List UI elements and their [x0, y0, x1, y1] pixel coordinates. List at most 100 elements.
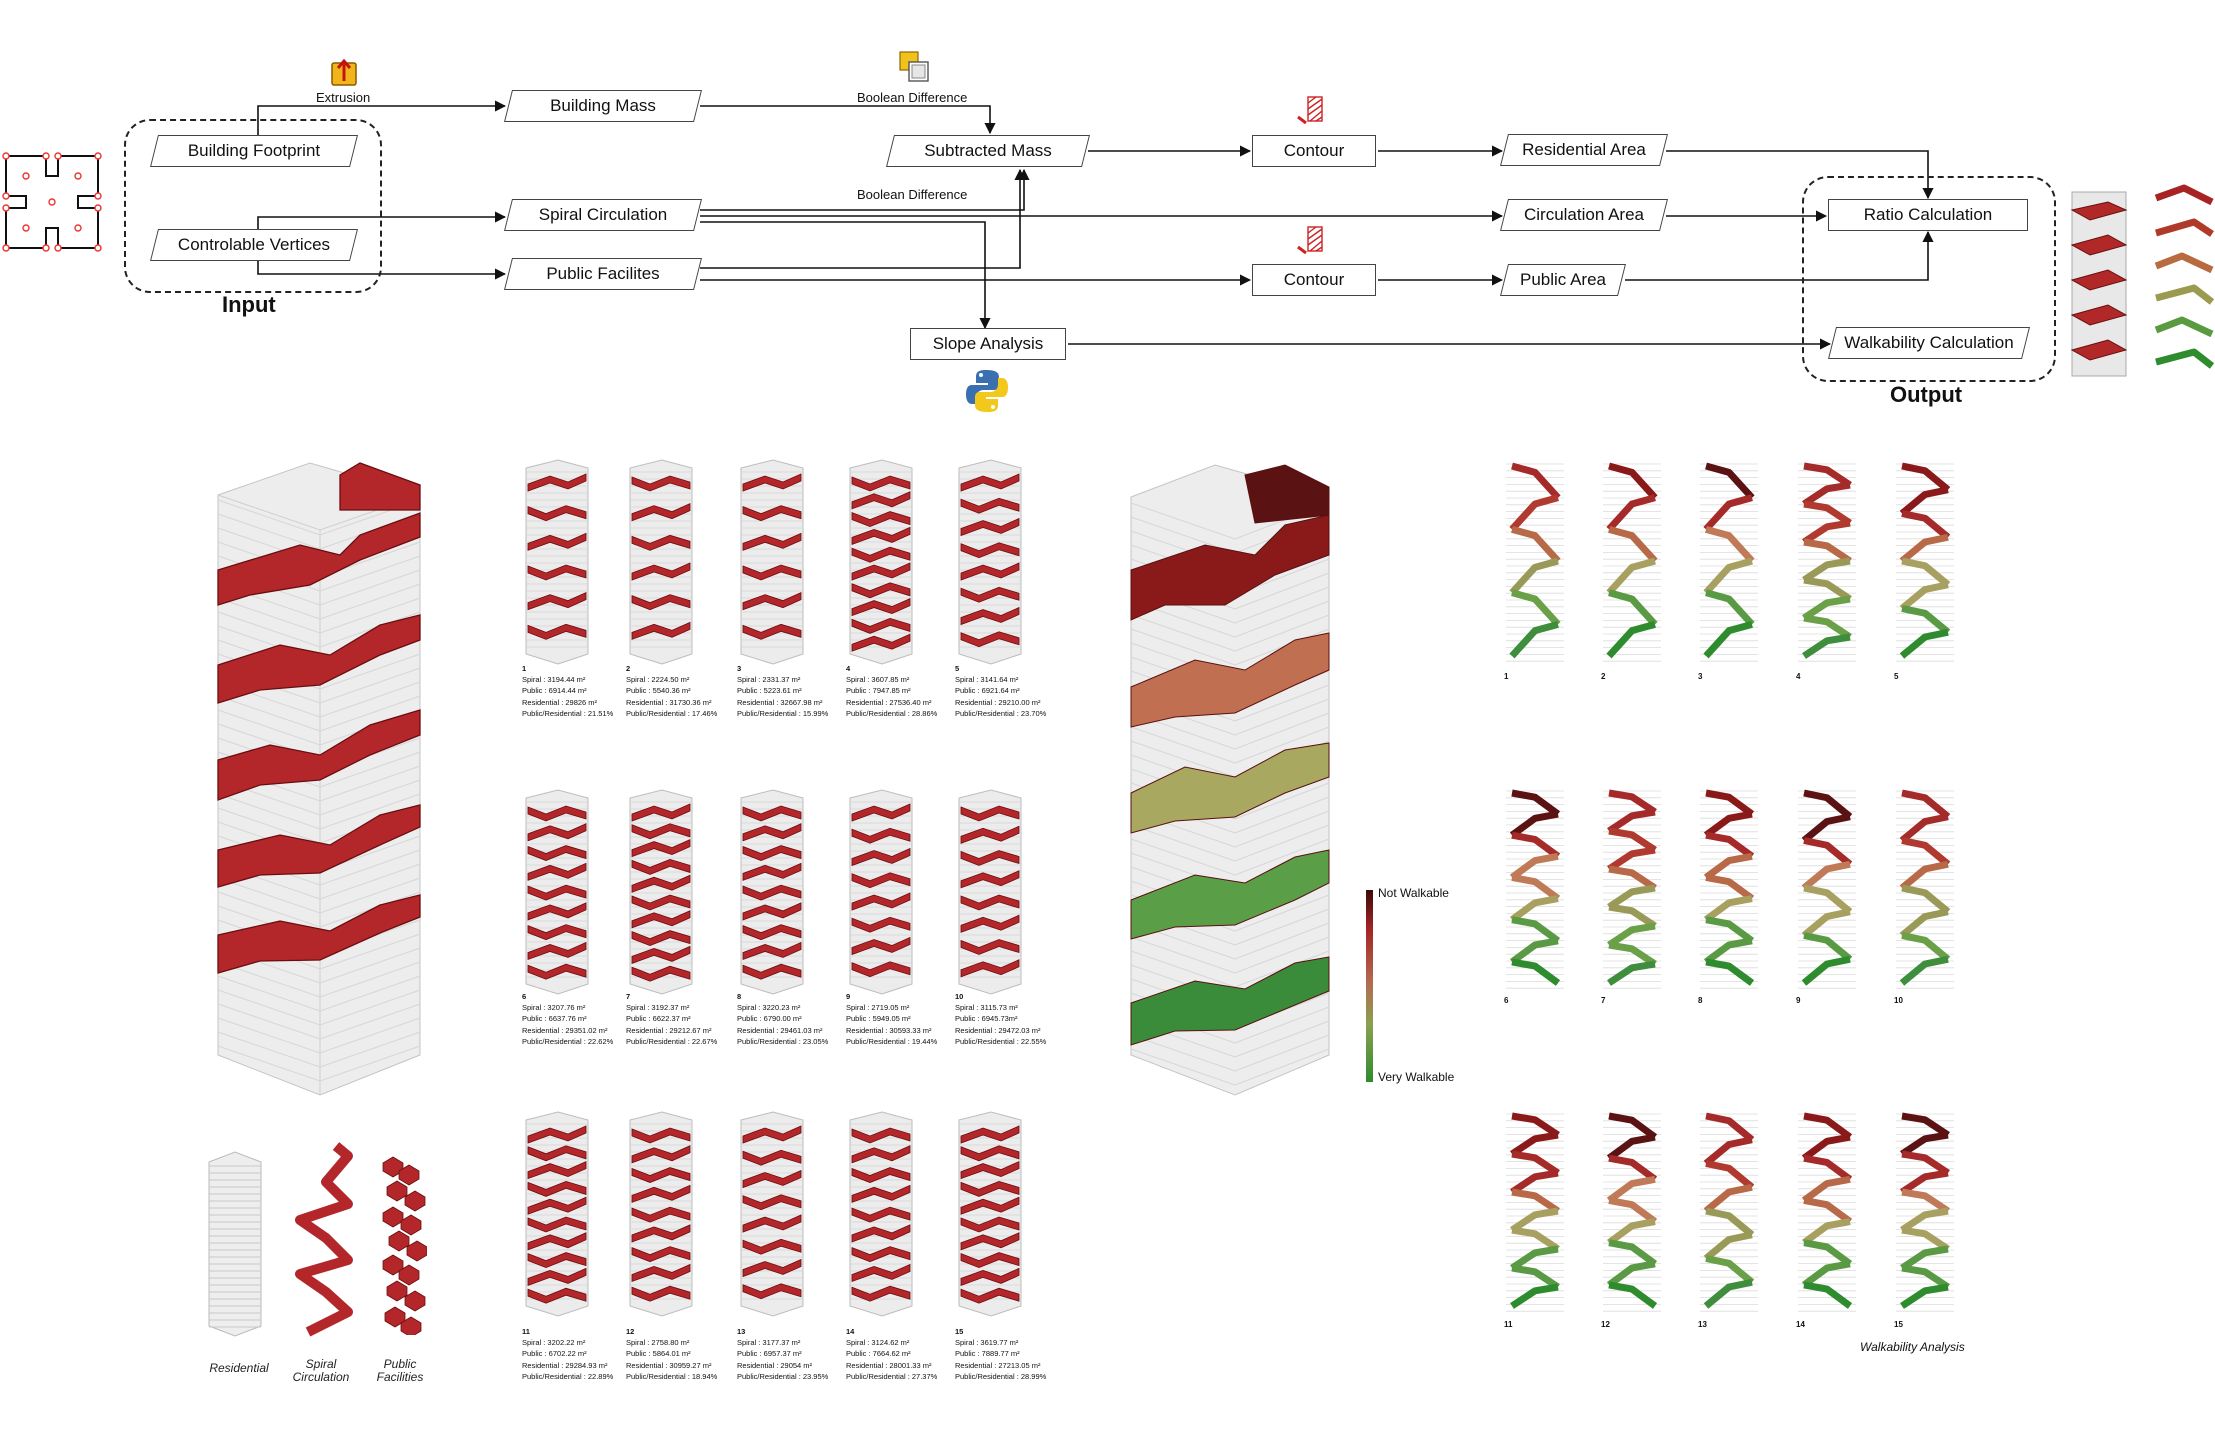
node-public-facilites[interactable]: Public Facilites	[504, 258, 702, 290]
contour-icon	[1297, 226, 1323, 255]
node-public-area[interactable]: Public Area	[1500, 264, 1626, 296]
public-facilities-component	[382, 1156, 427, 1335]
variant-ratio: Public/Residential : 18.94%	[626, 1371, 718, 1381]
variant-public: Public : 6622.37 m²	[626, 1014, 691, 1024]
variant-public: Public : 7889.77 m²	[955, 1349, 1020, 1359]
boolean-difference-label-top: Boolean Difference	[857, 90, 968, 105]
variant-public: Public : 6914.44 m²	[522, 686, 587, 696]
walkability-tower-13	[1700, 1112, 1758, 1312]
output-label: Output	[1890, 382, 1963, 407]
public-component-label-2: Facilities	[376, 1370, 424, 1384]
walkability-number: 11	[1504, 1320, 1513, 1329]
variant-n: 4	[846, 664, 851, 673]
variant-n: 6	[522, 992, 527, 1001]
node-subtracted-mass[interactable]: Subtracted Mass	[886, 135, 1090, 167]
variant-n: 12	[626, 1327, 635, 1336]
variant-spiral: Spiral : 2224.50 m²	[626, 675, 690, 685]
variant-residential: Residential : 29284.93 m²	[522, 1360, 608, 1370]
node-building-footprint[interactable]: Building Footprint	[150, 135, 358, 167]
variant-residential: Residential : 29472.03 m²	[955, 1025, 1041, 1035]
variant-tower-12	[629, 1111, 693, 1317]
variant-tower-2	[629, 459, 693, 665]
variant-public: Public : 6957.37 m²	[737, 1349, 802, 1359]
variant-spiral: Spiral : 3607.85 m²	[846, 675, 910, 685]
variant-residential: Residential : 29210.00 m²	[955, 697, 1041, 707]
public-component-label-1: Public	[383, 1357, 417, 1371]
node-ratio-calculation[interactable]: Ratio Calculation	[1828, 199, 2028, 231]
output-tower-gradient	[2154, 184, 2214, 369]
variant-n: 9	[846, 992, 851, 1001]
variant-ratio: Public/Residential : 23.95%	[737, 1371, 829, 1381]
tower-walkability-heatmap	[1130, 464, 1330, 1096]
walkability-tower-5	[1896, 462, 1954, 662]
walkability-legend-bar	[1366, 890, 1373, 1082]
variant-ratio: Public/Residential : 21.51%	[522, 708, 614, 718]
node-building-mass[interactable]: Building Mass	[504, 90, 702, 122]
variant-spiral: Spiral : 3141.64 m²	[955, 675, 1019, 685]
variant-ratio: Public/Residential : 19.44%	[846, 1036, 938, 1046]
variant-residential: Residential : 27536.40 m²	[846, 697, 932, 707]
variant-ratio: Public/Residential : 28.99%	[955, 1371, 1047, 1381]
variant-spiral: Spiral : 3192.37 m²	[626, 1003, 690, 1013]
variant-residential: Residential : 30593.33 m²	[846, 1025, 932, 1035]
walkability-tower-2	[1603, 462, 1661, 662]
variant-public: Public : 5223.61 m²	[737, 686, 802, 696]
spiral-component-label-1: Spiral	[305, 1357, 337, 1371]
input-label: Input	[222, 292, 276, 317]
variant-ratio: Public/Residential : 23.05%	[737, 1036, 829, 1046]
variant-residential: Residential : 28001.33 m²	[846, 1360, 932, 1370]
walkability-tower-15	[1896, 1112, 1954, 1312]
node-controlable-vertices[interactable]: Controlable Vertices	[150, 229, 358, 261]
variant-tower-5	[958, 459, 1022, 665]
variant-residential: Residential : 32667.98 m²	[737, 697, 823, 707]
walkability-number: 12	[1601, 1320, 1610, 1329]
variant-n: 5	[955, 664, 960, 673]
variant-public: Public : 6702.22 m²	[522, 1349, 587, 1359]
variant-n: 10	[955, 992, 964, 1001]
node-residential-area[interactable]: Residential Area	[1500, 134, 1668, 166]
variant-residential: Residential : 29351.02 m²	[522, 1025, 608, 1035]
variant-tower-4	[849, 459, 913, 665]
variant-tower-10	[958, 789, 1022, 995]
node-spiral-circulation[interactable]: Spiral Circulation	[504, 199, 702, 231]
walkability-number: 1	[1504, 672, 1509, 681]
contour-icon	[1297, 96, 1323, 125]
node-circulation-area[interactable]: Circulation Area	[1500, 199, 1668, 231]
variant-n: 1	[522, 664, 527, 673]
variant-tower-13	[740, 1111, 804, 1317]
walkability-tower-8	[1700, 789, 1758, 989]
variant-ratio: Public/Residential : 15.99%	[737, 708, 829, 718]
walkability-number: 3	[1698, 672, 1703, 681]
variant-tower-6	[525, 789, 589, 995]
node-contour-public[interactable]: Contour	[1252, 264, 1376, 296]
walkability-number: 8	[1698, 996, 1703, 1005]
node-contour-residential[interactable]: Contour	[1252, 135, 1376, 167]
variant-spiral: Spiral : 2331.37 m²	[737, 675, 801, 685]
variant-n: 7	[626, 992, 631, 1001]
node-slope-analysis[interactable]: Slope Analysis	[910, 328, 1066, 360]
walkability-number: 7	[1601, 996, 1606, 1005]
legend-not-walkable: Not Walkable	[1378, 886, 1449, 900]
variant-tower-7	[629, 789, 693, 995]
variant-n: 8	[737, 992, 742, 1001]
variant-tower-9	[849, 789, 913, 995]
variant-tower-8	[740, 789, 804, 995]
walkability-tower-7	[1603, 789, 1661, 989]
variant-public: Public : 5949.05 m²	[846, 1014, 911, 1024]
boolean-difference-icon	[899, 51, 929, 82]
variant-public: Public : 5864.01 m²	[626, 1349, 691, 1359]
legend-very-walkable: Very Walkable	[1378, 1070, 1455, 1084]
variant-residential: Residential : 29826 m²	[522, 697, 598, 707]
variant-ratio: Public/Residential : 27.37%	[846, 1371, 938, 1381]
node-walkability-calculation[interactable]: Walkability Calculation	[1828, 327, 2030, 359]
variant-residential: Residential : 30959.27 m²	[626, 1360, 712, 1370]
